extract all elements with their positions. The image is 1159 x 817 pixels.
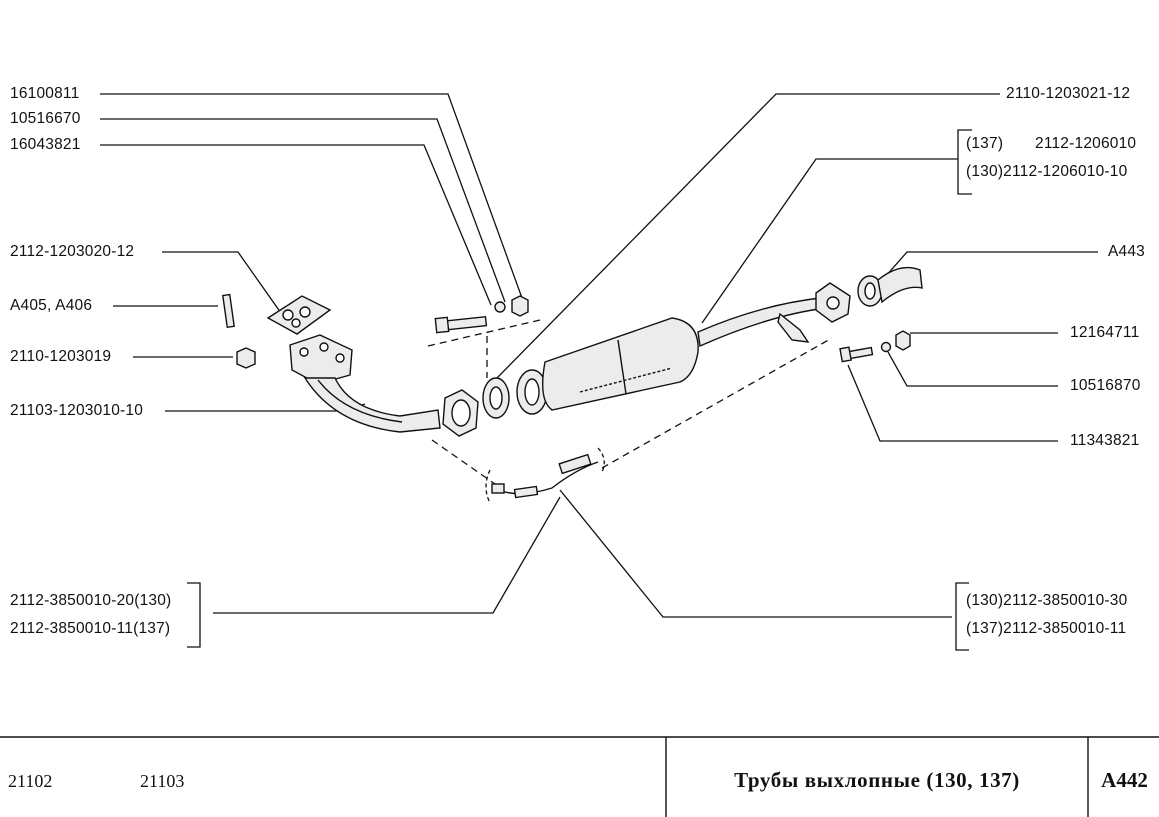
leader-muffler (701, 158, 958, 324)
dashed-assembly-line-4 (601, 337, 833, 469)
leader-10516670 (100, 118, 506, 303)
tailpipe (877, 266, 923, 304)
sensor-part-137-right: (137)2112-3850010-11 (966, 620, 1127, 637)
part-number-a405-a406: A405, A406 (10, 297, 93, 314)
leader-sensor-right (559, 489, 952, 618)
dashed-sensor-bracket-l (485, 469, 491, 504)
leader-sensor-left (213, 496, 561, 614)
part-number-12164711: 12164711 (1070, 324, 1140, 341)
part-number-16100811: 16100811 (10, 85, 80, 102)
rear-nut-icon (895, 330, 911, 351)
leader-2110-1203021-12 (496, 93, 1000, 379)
oxygen-sensor-wire (497, 461, 599, 495)
hanger-bracket (777, 312, 810, 343)
part-number-2112-1206010: 2112-1206010 (1035, 135, 1137, 152)
variant-137-muffler: (137) (966, 135, 1004, 152)
part-number-2110-1203019: 2110-1203019 (10, 348, 112, 365)
catalytic-converter (542, 317, 699, 411)
manifold-gasket (266, 295, 332, 335)
footer-model-21102: 21102 (8, 771, 53, 791)
downpipe-pipe (303, 377, 441, 433)
leader-2112-1203020-12 (162, 251, 282, 314)
oxygen-sensor-icon (558, 453, 592, 475)
flange-nut-icon (511, 295, 529, 317)
part-number-2110-1203021-12: 2110-1203021-12 (1006, 85, 1131, 102)
bracket-sensor-right (955, 582, 969, 651)
footer-model-21103: 21103 (140, 771, 185, 791)
leader-10516870 (887, 351, 1058, 387)
part-number-16043821: 16043821 (10, 136, 81, 153)
sensor-part-130-left: 2112-3850010-20(130) (10, 592, 172, 609)
part-number-2112-1203020-12: 2112-1203020-12 (10, 243, 135, 260)
bracket-sensor-left (187, 582, 201, 648)
leader-16043821 (100, 144, 492, 306)
bracket-muffler (957, 129, 972, 195)
intermediate-pipe (697, 297, 828, 348)
part-number-130-2112-1206010-10: (130)2112-1206010-10 (966, 163, 1128, 180)
downpipe-flange (289, 334, 353, 385)
footer-page-code: A442 (1101, 768, 1148, 792)
part-number-10516670: 10516670 (10, 110, 81, 127)
leader-16100811 (100, 93, 523, 299)
dashed-sensor-bracket-r (597, 447, 605, 473)
sensor-part-130-right: (130)2112-3850010-30 (966, 592, 1128, 609)
leader-11343821 (847, 364, 1058, 442)
sensor-part-137-left: 2112-3850010-11(137) (10, 620, 171, 637)
stud-icon (222, 293, 235, 329)
washer-icon (494, 301, 506, 313)
rear-washer-icon (880, 341, 892, 353)
footer-title: Трубы выхлопные (130, 137) (734, 768, 1020, 792)
part-number-21103-1203010-10: 21103-1203010-10 (10, 402, 144, 419)
dashed-assembly-line-3 (431, 439, 496, 485)
part-number-11343821: 11343821 (1070, 432, 1140, 449)
part-number-a443: A443 (1108, 243, 1145, 260)
nut-icon (236, 347, 256, 369)
part-number-10516870: 10516870 (1070, 377, 1141, 394)
